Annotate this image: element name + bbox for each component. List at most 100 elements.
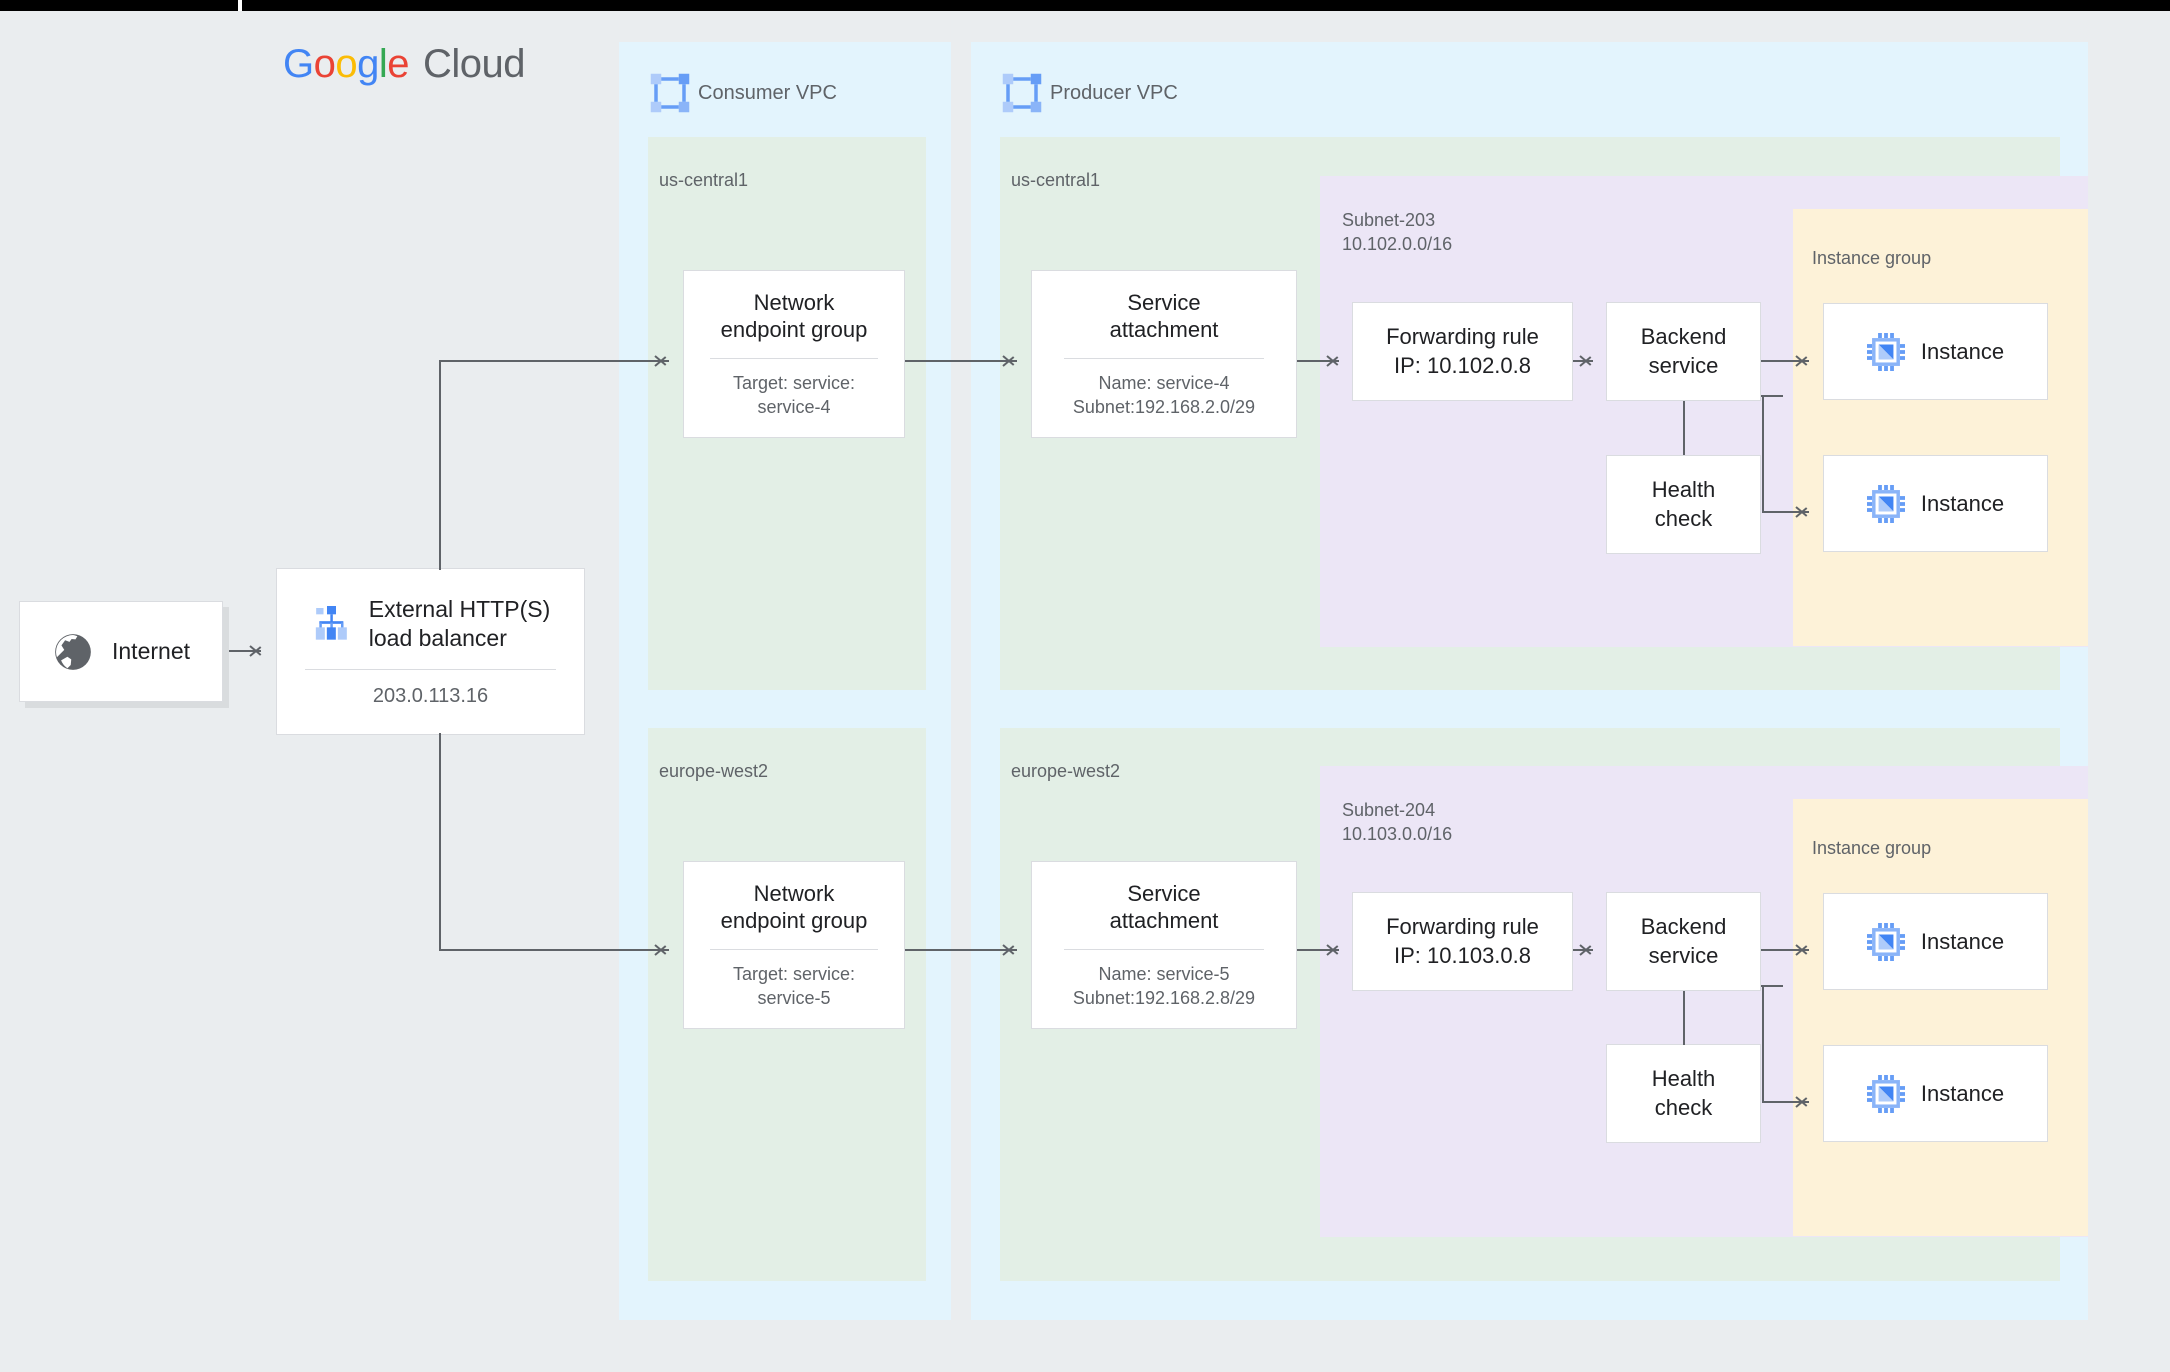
health-check-us-central1[interactable]: Health check [1606, 455, 1761, 554]
logo-letter-e: e [387, 42, 410, 86]
arrowhead [1327, 352, 1340, 368]
top-black-bar [0, 0, 2170, 11]
load-balancer-label: External HTTP(S) load balancer [368, 595, 551, 651]
instance-chip-icon [1866, 332, 1905, 371]
connector-bs-to-instance1-us-central1 [1761, 360, 1809, 362]
backend-service-label: Backend service [1640, 913, 1727, 968]
arrowhead [1796, 1093, 1809, 1109]
card-divider [710, 357, 878, 359]
instance-chip-icon [1866, 922, 1905, 961]
instance-label: Instance [1920, 338, 2005, 364]
load-balancer-icon [311, 604, 351, 644]
arrowhead [1003, 941, 1016, 957]
vpc-icon [649, 72, 691, 114]
network-endpoint-group-europe-west2[interactable]: Network endpoint group Target: service: … [683, 861, 905, 1029]
load-balancer-ip: 203.0.113.16 [372, 685, 489, 708]
instance-group-europe-west2 [1793, 799, 2088, 1236]
connector-bs-to-hc-europe-west2 [1683, 991, 1685, 1045]
connector-neg-to-sa-us-central1 [905, 360, 1017, 362]
instance-card[interactable]: Instance [1823, 1045, 2048, 1142]
instance-card[interactable]: Instance [1823, 303, 2048, 400]
connector-lb-up-vertical [439, 360, 441, 570]
instance-card[interactable]: Instance [1823, 455, 2048, 552]
backend-service-label: Backend service [1640, 323, 1727, 378]
subnet-203-label: Subnet-203 10.102.0.0/16 [1342, 210, 1453, 254]
connector-lb-to-neg-europe-west2 [439, 949, 669, 951]
subnet-204-label: Subnet-204 10.103.0.0/16 [1342, 800, 1453, 844]
service-attachment-title: Service attachment [1109, 289, 1219, 343]
consumer-region-europe-west2-label: europe-west2 [659, 761, 769, 781]
instance-label: Instance [1920, 490, 2005, 516]
forwarding-rule-europe-west2[interactable]: Forwarding rule IP: 10.103.0.8 [1352, 892, 1573, 991]
backend-service-europe-west2[interactable]: Backend service [1606, 892, 1761, 991]
top-bar-notch [238, 0, 242, 11]
forwarding-rule-label: Forwarding rule IP: 10.103.0.8 [1386, 913, 1539, 968]
connector-bs-elbow-vertical-us-central1 [1762, 395, 1764, 512]
connector-bs-elbow-vertical-europe-west2 [1762, 985, 1764, 1102]
vpc-icon [1001, 72, 1043, 114]
connector-bs-to-hc-us-central1 [1683, 401, 1685, 455]
connector-sa-to-fr-europe-west2 [1297, 949, 1339, 951]
logo-letter-o2: o [335, 42, 358, 86]
arrowhead [1003, 352, 1016, 368]
producer-region-europe-west2-label: europe-west2 [1011, 761, 1121, 781]
instance-group-us-central1 [1793, 209, 2088, 646]
arrowhead [250, 642, 263, 658]
instance-group-label: Instance group [1812, 248, 1932, 268]
internet-card[interactable]: Internet [19, 601, 223, 702]
logo-word-cloud: Cloud [423, 42, 526, 86]
arrowhead [1580, 941, 1593, 957]
consumer-region-us-central1-label: us-central1 [659, 170, 749, 190]
producer-region-us-central1-label: us-central1 [1011, 170, 1101, 190]
external-http-load-balancer-card[interactable]: External HTTP(S) load balancer 203.0.113… [276, 568, 585, 735]
backend-service-us-central1[interactable]: Backend service [1606, 302, 1761, 401]
service-attachment-europe-west2[interactable]: Service attachment Name: service-5 Subne… [1031, 861, 1297, 1029]
connector-internet-to-lb [229, 650, 261, 652]
card-divider [1063, 357, 1265, 359]
card-divider [1063, 948, 1265, 950]
card-divider [304, 669, 557, 671]
consumer-vpc-title: Consumer VPC [698, 82, 837, 104]
service-attachment-us-central1[interactable]: Service attachment Name: service-4 Subne… [1031, 270, 1297, 438]
internet-label: Internet [112, 638, 190, 664]
arrowhead [1580, 352, 1593, 368]
logo-letter-o1: o [313, 42, 336, 86]
producer-vpc-title: Producer VPC [1050, 82, 1178, 104]
instance-label: Instance [1920, 928, 2005, 954]
arrowhead [655, 941, 668, 957]
forwarding-rule-label: Forwarding rule IP: 10.102.0.8 [1386, 323, 1539, 378]
connector-bs-to-instance2-europe-west2 [1762, 1101, 1809, 1103]
instance-group-label: Instance group [1812, 838, 1932, 858]
connector-bs-to-instance2-us-central1 [1762, 511, 1809, 513]
logo-letter-l: l [378, 42, 388, 86]
connector-bs-elbow-out-us-central1 [1761, 395, 1783, 397]
logo-letter-g: G [283, 42, 314, 86]
arrowhead [1796, 941, 1809, 957]
service-attachment-title: Service attachment [1109, 880, 1219, 934]
instance-card[interactable]: Instance [1823, 893, 2048, 990]
globe-icon [52, 631, 94, 673]
service-attachment-subtitle: Name: service-4 Subnet:192.168.2.0/29 [1072, 372, 1256, 417]
health-check-europe-west2[interactable]: Health check [1606, 1044, 1761, 1143]
arrowhead [1327, 941, 1340, 957]
connector-bs-elbow-out-europe-west2 [1761, 985, 1783, 987]
connector-lb-to-neg-us-central1 [439, 360, 669, 362]
network-endpoint-group-us-central1[interactable]: Network endpoint group Target: service: … [683, 270, 905, 438]
arrowhead [1796, 352, 1809, 368]
neg-title: Network endpoint group [720, 289, 868, 343]
connector-sa-to-fr-us-central1 [1297, 360, 1339, 362]
arrowhead [1796, 503, 1809, 519]
forwarding-rule-us-central1[interactable]: Forwarding rule IP: 10.102.0.8 [1352, 302, 1573, 401]
neg-subtitle: Target: service: service-4 [732, 372, 856, 417]
instance-label: Instance [1920, 1080, 2005, 1106]
connector-neg-to-sa-europe-west2 [905, 949, 1017, 951]
health-check-label: Health check [1651, 476, 1716, 531]
service-attachment-subtitle: Name: service-5 Subnet:192.168.2.8/29 [1072, 963, 1256, 1008]
arrowhead [655, 352, 668, 368]
instance-chip-icon [1866, 484, 1905, 523]
health-check-label: Health check [1651, 1065, 1716, 1120]
neg-subtitle: Target: service: service-5 [732, 963, 856, 1008]
connector-lb-down-vertical [439, 733, 441, 951]
